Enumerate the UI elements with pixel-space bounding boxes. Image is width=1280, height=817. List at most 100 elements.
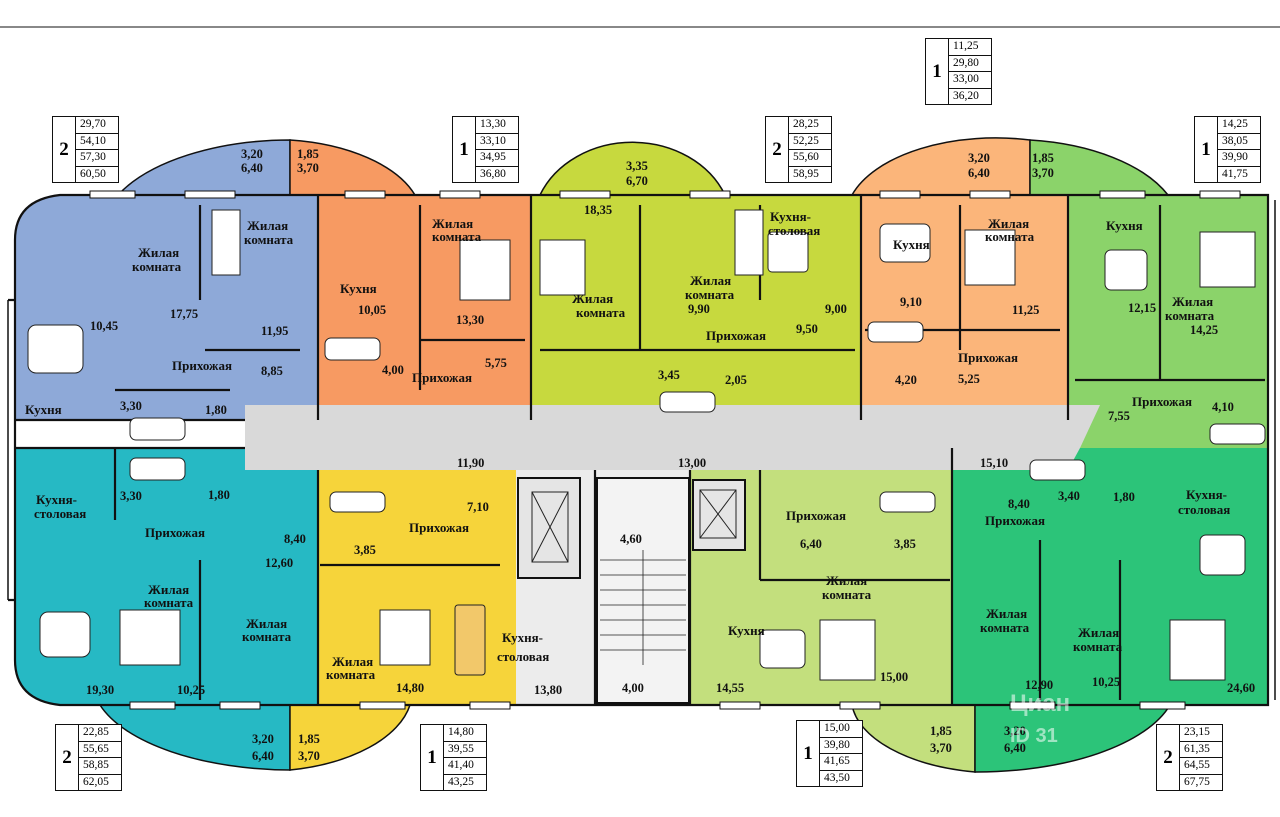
area-label: 3,85 [354, 543, 376, 557]
legend-value: 29,70 [76, 117, 118, 134]
room-label: комната [1073, 639, 1123, 654]
area-label: 3,70 [930, 741, 952, 755]
area-label: 8,40 [1008, 497, 1030, 511]
room-count: 1 [453, 117, 476, 182]
apartment-blue [15, 195, 318, 420]
area-label: 4,00 [382, 363, 404, 377]
area-label: 3,20 [241, 147, 263, 161]
area-label: 1,85 [1032, 151, 1054, 165]
balcony-top-3 [538, 141, 727, 196]
area-label: 7,10 [467, 500, 489, 514]
room-label: Прихожая [412, 370, 472, 385]
area-label: 4,20 [895, 373, 917, 387]
watermark-brand: Циан [1010, 690, 1071, 717]
area-label: 9,10 [900, 295, 922, 309]
area-label: 19,30 [86, 683, 114, 697]
area-label: 3,20 [968, 151, 990, 165]
legend-value: 33,10 [476, 134, 518, 150]
room-label: комната [822, 587, 872, 602]
balcony-top-5 [1029, 139, 1170, 196]
room-label: Кухня [1106, 218, 1143, 233]
area-label: 4,00 [622, 681, 644, 695]
legend-value: 39,80 [820, 738, 862, 754]
area-label: 3,30 [120, 489, 142, 503]
room-label: Кухня [340, 281, 377, 296]
balcony-top-4 [850, 137, 1031, 196]
area-label: 3,70 [298, 749, 320, 763]
area-label: 13,30 [456, 313, 484, 327]
room-label: Жилая [988, 216, 1029, 231]
balcony-top-1 [116, 139, 291, 196]
room-count: 2 [53, 117, 76, 182]
area-label: 6,40 [1004, 741, 1026, 755]
room-label: комната [132, 259, 182, 274]
room-label: Жилая [246, 616, 287, 631]
area-label: 14,55 [716, 681, 744, 695]
area-label: 12,15 [1128, 301, 1156, 315]
room-label: столовая [34, 506, 86, 521]
legend-value: 58,85 [79, 758, 121, 775]
legend-value: 41,40 [444, 758, 486, 775]
area-label: 6,70 [626, 174, 648, 188]
area-label: 1,85 [298, 732, 320, 746]
room-count: 1 [1195, 117, 1218, 182]
area-label: 6,40 [252, 749, 274, 763]
room-label: Кухня [728, 623, 765, 638]
room-label: Прихожая [786, 508, 846, 523]
area-label: 10,25 [1092, 675, 1120, 689]
room-label: комната [1165, 308, 1215, 323]
legend-value: 64,55 [1180, 758, 1222, 775]
apartment-orange [318, 195, 531, 420]
legend-value: 52,25 [789, 134, 831, 150]
legend-value: 13,30 [476, 117, 518, 134]
room-label: Прихожая [985, 513, 1045, 528]
legend-value: 62,05 [83, 775, 109, 788]
legend-value: 54,10 [76, 134, 118, 150]
legend-value: 67,75 [1184, 775, 1210, 788]
area-label: 12,90 [1025, 678, 1053, 692]
legend-value: 41,65 [820, 754, 862, 771]
area-label: 3,70 [1032, 166, 1054, 180]
legend-value: 39,55 [444, 742, 486, 758]
room-count: 2 [1157, 725, 1180, 790]
room-count: 2 [766, 117, 789, 182]
area-label: 4,60 [620, 532, 642, 546]
room-label: комната [685, 287, 735, 302]
legend-value: 58,95 [793, 167, 819, 180]
area-label: 13,00 [678, 456, 706, 470]
room-label: комната [244, 232, 294, 247]
legend-value: 39,90 [1218, 150, 1260, 167]
area-label: 3,70 [297, 161, 319, 175]
room-label: комната [576, 305, 626, 320]
room-label: столовая [497, 649, 549, 664]
area-label: 5,75 [485, 356, 507, 370]
area-label: 8,85 [261, 364, 283, 378]
area-label: 4,10 [1212, 400, 1234, 414]
room-label: Жилая [690, 273, 731, 288]
area-label: 9,00 [825, 302, 847, 316]
corridor [245, 405, 1100, 470]
legend-value: 38,05 [1218, 134, 1260, 150]
area-label: 6,40 [241, 161, 263, 175]
area-label: 11,95 [261, 324, 288, 338]
room-label: Прихожая [1132, 394, 1192, 409]
legend-value: 28,25 [789, 117, 831, 134]
area-label: 12,60 [265, 556, 293, 570]
area-label: 1,85 [297, 147, 319, 161]
area-label: 17,75 [170, 307, 198, 321]
legend-value: 14,80 [444, 725, 486, 742]
area-label: 1,80 [205, 403, 227, 417]
room-label: Кухня [893, 237, 930, 252]
apartment-teal [15, 448, 318, 705]
room-count: 1 [421, 725, 444, 790]
room-label: столовая [768, 223, 820, 238]
room-label: Жилая [138, 245, 179, 260]
room-label: комната [242, 629, 292, 644]
legend-value: 41,75 [1222, 167, 1248, 180]
room-label: комната [985, 229, 1035, 244]
balcony-bottom-4 [974, 704, 1172, 773]
room-label: Прихожая [706, 328, 766, 343]
